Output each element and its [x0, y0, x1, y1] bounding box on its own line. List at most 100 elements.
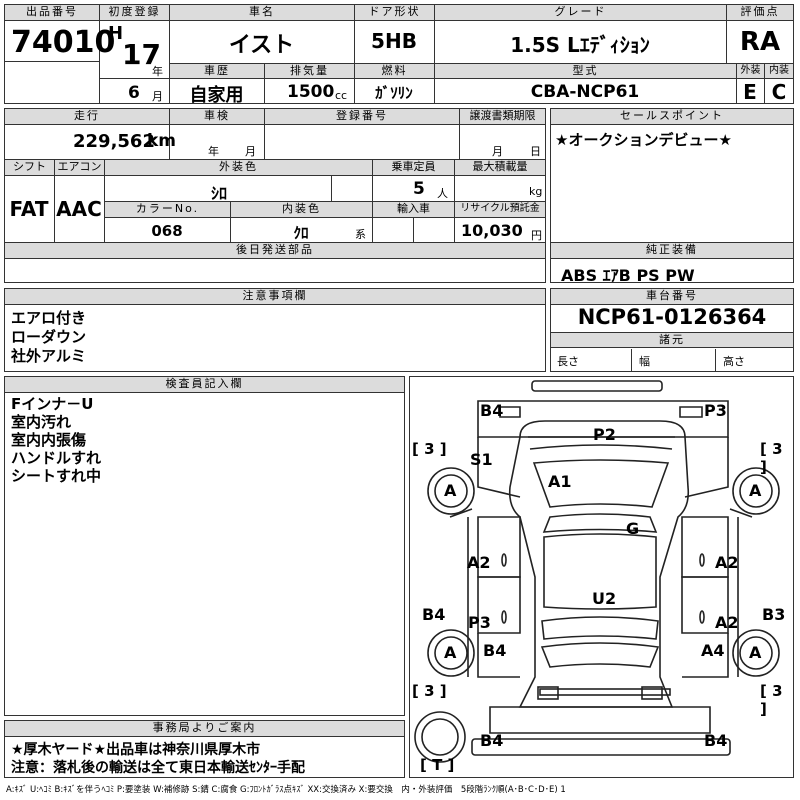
model-cell: 型式 CBA-NCP61	[435, 64, 737, 103]
width-label: 幅	[639, 355, 650, 368]
header-block: 出品番号 74010 初度登録 H 17 年 6 月 車名 イスト ドア形状 5…	[4, 4, 794, 106]
door-label: ドア形状	[355, 5, 434, 21]
height-label: 高さ	[723, 355, 745, 368]
month-unit: 月	[152, 90, 163, 103]
inspector-note: ハンドルすれ	[11, 449, 102, 467]
sales-point-text: ★オークションデビュー★	[555, 131, 732, 149]
inspection-label: 車検	[170, 109, 264, 125]
aircon-cell: エアコン AAC	[55, 160, 105, 242]
mileage-label: 走行	[5, 109, 169, 125]
sales-point-label: セールスポイント	[551, 109, 793, 125]
inspector-note: シートすれ中	[11, 467, 102, 485]
fuel: ｶﾞｿﾘﾝ	[375, 84, 413, 102]
load-unit: kg	[529, 185, 543, 198]
mileage: 229,562	[73, 131, 155, 152]
displacement: 1500	[287, 82, 335, 102]
colorno-cell: カラーNo. 068	[105, 202, 231, 242]
insp-month-unit: 月	[245, 145, 256, 158]
damage-mark: B4	[704, 731, 728, 750]
interior-label: 内装色	[231, 202, 372, 218]
interior: ｸﾛ	[293, 224, 309, 242]
score: RA	[739, 27, 781, 57]
damage-mark: B4	[483, 641, 507, 660]
reg-year: 17	[122, 38, 161, 71]
tire-mark-front-right: A	[749, 481, 762, 500]
chassis-box: 車台番号 NCP61-0126364 諸元 長さ 幅 高さ	[550, 288, 794, 372]
load-cell: 最大積載量 kg	[455, 160, 545, 201]
model: CBA-NCP61	[530, 82, 640, 102]
damage-mark: A4	[701, 641, 725, 660]
interior-unit: 系	[355, 228, 366, 241]
aircon: AAC	[56, 197, 102, 221]
tire-mark-rear-right: A	[749, 643, 762, 662]
int-score: C	[771, 80, 787, 104]
car-outline-svg	[414, 380, 780, 763]
displacement-cell: 排気量 1500 cc	[265, 64, 355, 103]
office-box: 事務局よりご案内 ★厚木ヤード★出品車は神奈川県厚木市 注意：落札後の輸送は全て…	[4, 720, 405, 778]
lot-label: 出品番号	[5, 5, 99, 21]
legend: A:ｷｽﾞ U:ﾍｺﾐ B:ｷｽﾞを伴うﾍｺﾐ P:要塗装 W:補修跡 S:錆 …	[6, 785, 566, 795]
inspector-note: 室内内張傷	[11, 431, 87, 449]
damage-mark: G	[626, 519, 640, 538]
damage-mark: B3	[762, 605, 786, 624]
color-label: 外装色	[105, 160, 372, 176]
tread-front-right: [ 3 ]	[760, 440, 783, 476]
office-label: 事務局よりご案内	[5, 721, 404, 737]
reg-month: 6	[128, 83, 140, 103]
equipment: ABS ｴｱB PS PW	[561, 266, 695, 285]
note-line: エアロ付き	[11, 309, 87, 327]
regno-label: 登録番号	[265, 109, 459, 125]
shift: FAT	[9, 197, 49, 221]
recycle-cell: リサイクル預託金 10,030 円	[455, 202, 545, 242]
inspector-box: 検査員記入欄 Fインナ－U 室内汚れ 室内内張傷 ハンドルすれ シートすれ中	[4, 376, 405, 716]
displacement-label: 排気量	[265, 64, 354, 79]
damage-mark: P3	[704, 401, 727, 420]
damage-mark: A2	[467, 553, 491, 572]
ext-label: 外装	[737, 64, 764, 79]
tread-rear-right: [ 3 ]	[760, 682, 783, 718]
damage-mark: B4	[480, 731, 504, 750]
car-name: イスト	[228, 33, 295, 58]
transfer-cell: 譲渡書類期限 月 日	[460, 109, 545, 159]
tire-mark-rear-left: A	[444, 643, 457, 662]
capacity-unit: 人	[437, 187, 448, 200]
capacity: 5	[413, 179, 425, 199]
notes-label: 注意事項欄	[5, 289, 545, 305]
first-reg-label: 初度登録	[100, 5, 169, 21]
chassis-label: 車台番号	[551, 289, 793, 305]
spare-tire-mark: [ T ]	[420, 756, 455, 774]
mileage-unit: km	[147, 131, 177, 151]
recycle-unit: 円	[531, 229, 542, 242]
door-type: 5HB	[371, 29, 417, 53]
fuel-label: 燃料	[355, 64, 434, 79]
grade: 1.5S Lｴﾃﾞｨｼｮﾝ	[510, 33, 650, 57]
damage-mark: U2	[592, 589, 617, 608]
length-label: 長さ	[557, 355, 579, 368]
car-name-label: 車名	[170, 5, 354, 21]
transfer-label: 譲渡書類期限	[460, 109, 545, 125]
later-parts-label: 後日発送部品	[5, 243, 545, 259]
damage-mark: B4	[422, 605, 446, 624]
colorno: 068	[151, 222, 183, 240]
damage-mark: P2	[593, 425, 616, 444]
aircon-label: エアコン	[55, 160, 104, 176]
recycle-label: リサイクル預託金	[455, 202, 545, 218]
note-line: 社外アルミ	[11, 347, 86, 365]
tire-mark-front-left: A	[444, 481, 457, 500]
history-label: 車歴	[170, 64, 264, 79]
damage-mark: A1	[548, 472, 572, 491]
colorno-label: カラーNo.	[105, 202, 230, 218]
damage-mark: A2	[715, 553, 739, 572]
office-line: 注意：落札後の輸送は全て東日本輸送ｾﾝﾀｰ手配	[11, 760, 305, 776]
insp-year-unit: 年	[208, 145, 219, 158]
int-label: 内装	[765, 64, 793, 79]
tread-rear-left: [ 3 ]	[412, 682, 447, 700]
car-diagram: [ 3 ] [ 3 ] [ 3 ] [ 3 ] [ T ] A A A A B4…	[409, 376, 794, 778]
history-cell: 車歴 自家用	[170, 64, 265, 106]
damage-mark: P3	[468, 613, 491, 632]
model-label: 型式	[435, 64, 736, 79]
fuel-cell: 燃料 ｶﾞｿﾘﾝ	[355, 64, 435, 103]
damage-mark: S1	[470, 450, 493, 469]
grade-label: グレード	[435, 5, 726, 21]
spec-label: 諸元	[551, 333, 793, 348]
